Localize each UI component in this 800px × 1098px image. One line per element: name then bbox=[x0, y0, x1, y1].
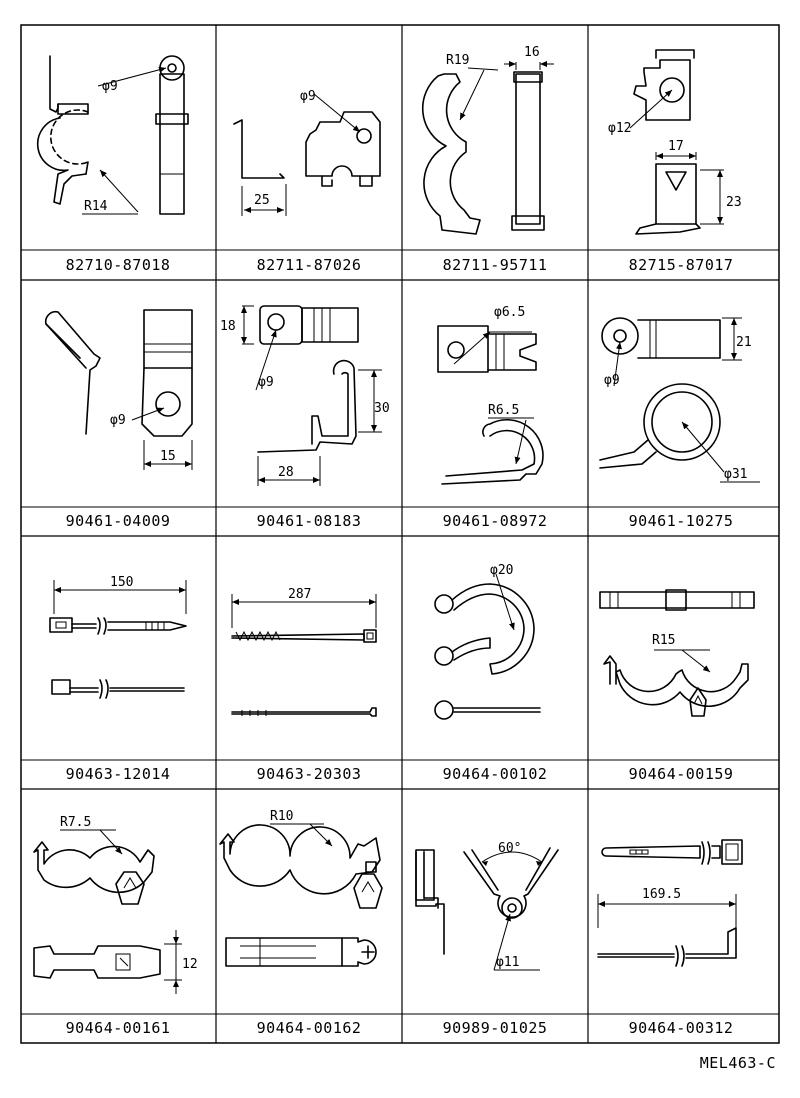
part-number-90461-10275: 90461-10275 bbox=[628, 512, 734, 530]
dim-12-a: R15 bbox=[652, 633, 675, 648]
dim-15-a: 60° bbox=[498, 841, 521, 856]
part-number-90461-08183: 90461-08183 bbox=[256, 512, 362, 530]
part-drawing-16 bbox=[597, 839, 743, 967]
dim-15-b: φ11 bbox=[496, 955, 519, 970]
part-number-90464-00162: 90464-00162 bbox=[256, 1019, 362, 1037]
dim-4-b: 17 bbox=[668, 139, 684, 154]
part-drawing-7 bbox=[437, 325, 544, 485]
dim-13-a: R7.5 bbox=[60, 815, 91, 830]
part-drawing-11 bbox=[434, 573, 541, 720]
dim-4-a: φ12 bbox=[608, 121, 631, 136]
part-number-90461-04009: 90461-04009 bbox=[65, 512, 171, 530]
part-number-90464-00161: 90464-00161 bbox=[65, 1019, 171, 1037]
dim-6-b: φ9 bbox=[258, 375, 274, 390]
dim-8-c: φ31 bbox=[724, 467, 747, 482]
part-number-82711-95711: 82711-95711 bbox=[442, 256, 548, 274]
dim-7-a: φ6.5 bbox=[494, 305, 525, 320]
dim-13-b: 12 bbox=[182, 957, 198, 972]
dim-8-a: 21 bbox=[736, 335, 752, 350]
dim-3-b: 16 bbox=[524, 45, 540, 60]
dim-6-c: 30 bbox=[374, 401, 390, 416]
dim-8-b: φ9 bbox=[604, 373, 620, 388]
dim-4-c: 23 bbox=[726, 195, 742, 210]
dim-6-a: 18 bbox=[220, 319, 236, 334]
part-drawing-8 bbox=[599, 317, 760, 483]
part-number-90464-00159: 90464-00159 bbox=[628, 765, 734, 783]
part-drawing-13 bbox=[33, 829, 182, 994]
part-drawing-12 bbox=[599, 589, 755, 717]
dim-14-a: R10 bbox=[270, 809, 293, 824]
dim-3-a: R19 bbox=[446, 53, 469, 68]
part-number-90463-20303: 90463-20303 bbox=[256, 765, 362, 783]
part-drawing-1 bbox=[36, 55, 189, 215]
part-drawing-2 bbox=[233, 93, 381, 216]
part-number-90989-01025: 90989-01025 bbox=[442, 1019, 548, 1037]
dim-11-a: φ20 bbox=[490, 563, 513, 578]
dim-9-a: 150 bbox=[110, 575, 133, 590]
part-number-90461-08972: 90461-08972 bbox=[442, 512, 548, 530]
dim-2-a: φ9 bbox=[300, 89, 316, 104]
part-drawing-10 bbox=[231, 594, 377, 717]
dim-10-a: 287 bbox=[288, 587, 311, 602]
part-drawing-5 bbox=[44, 309, 193, 470]
parts-sheet: φ9 R14 φ9 25 bbox=[20, 24, 780, 1044]
part-drawing-4 bbox=[629, 49, 724, 235]
parts-grid: φ9 R14 φ9 25 bbox=[20, 24, 780, 1044]
reference-code: MEL463-C bbox=[699, 1054, 776, 1072]
part-number-82715-87017: 82715-87017 bbox=[628, 256, 734, 274]
part-drawing-15 bbox=[415, 847, 559, 971]
part-drawing-9 bbox=[49, 580, 187, 699]
dim-7-b: R6.5 bbox=[488, 403, 519, 418]
dim-1-a: φ9 bbox=[102, 79, 118, 94]
dim-6-d: 28 bbox=[278, 465, 294, 480]
dim-2-b: 25 bbox=[254, 193, 270, 208]
dim-1-b: R14 bbox=[84, 199, 108, 214]
part-drawing-6 bbox=[241, 305, 382, 486]
dim-5-a: φ9 bbox=[110, 413, 126, 428]
part-number-82711-87026: 82711-87026 bbox=[256, 256, 362, 274]
part-number-90464-00102: 90464-00102 bbox=[442, 765, 548, 783]
part-drawing-3 bbox=[421, 61, 554, 235]
part-drawing-14 bbox=[219, 823, 383, 967]
dim-16-a: 169.5 bbox=[642, 887, 681, 902]
part-number-82710-87018: 82710-87018 bbox=[65, 256, 171, 274]
dim-5-b: 15 bbox=[160, 449, 176, 464]
part-number-90464-00312: 90464-00312 bbox=[628, 1019, 734, 1037]
part-number-90463-12014: 90463-12014 bbox=[65, 765, 171, 783]
